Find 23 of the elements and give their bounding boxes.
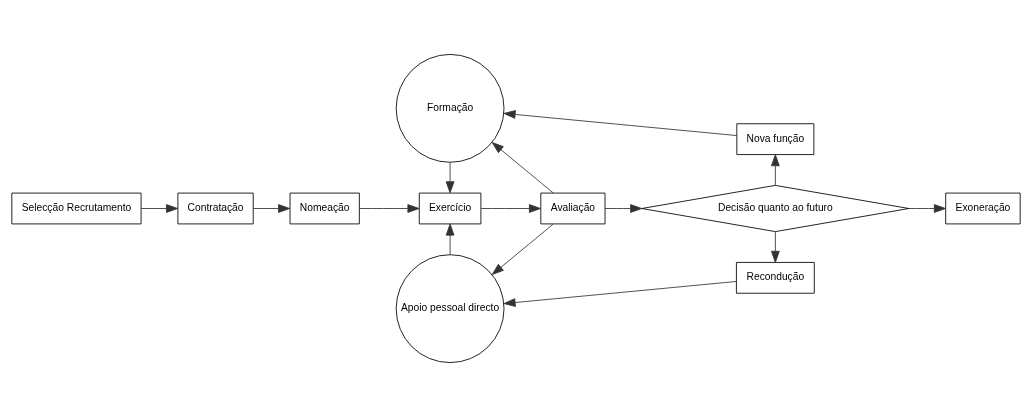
arrow (491, 142, 554, 194)
arrow (140, 204, 178, 213)
arrow (480, 204, 541, 213)
arrow (359, 204, 420, 213)
arrow (503, 110, 738, 136)
node-box: Selecção Recrutamento (11, 192, 142, 225)
node-box: Avaliação (540, 192, 606, 225)
arrow (252, 204, 291, 213)
arrow (445, 162, 455, 194)
node-box: Nomeação (289, 192, 360, 225)
arrow (908, 204, 946, 213)
arrow (445, 223, 455, 256)
arrow (491, 223, 554, 275)
node-box: Contratação (177, 192, 254, 225)
node-box: Exoneração (945, 192, 1021, 225)
node-diamond: Decisão quanto ao futuro (641, 184, 910, 233)
arrow (604, 204, 643, 213)
node-box: Nova função (736, 123, 815, 155)
node-box: Recondução (736, 262, 815, 294)
arrow (771, 154, 780, 186)
arrow (771, 231, 780, 263)
node-box: Exercício (418, 192, 482, 225)
arrow (503, 281, 737, 307)
